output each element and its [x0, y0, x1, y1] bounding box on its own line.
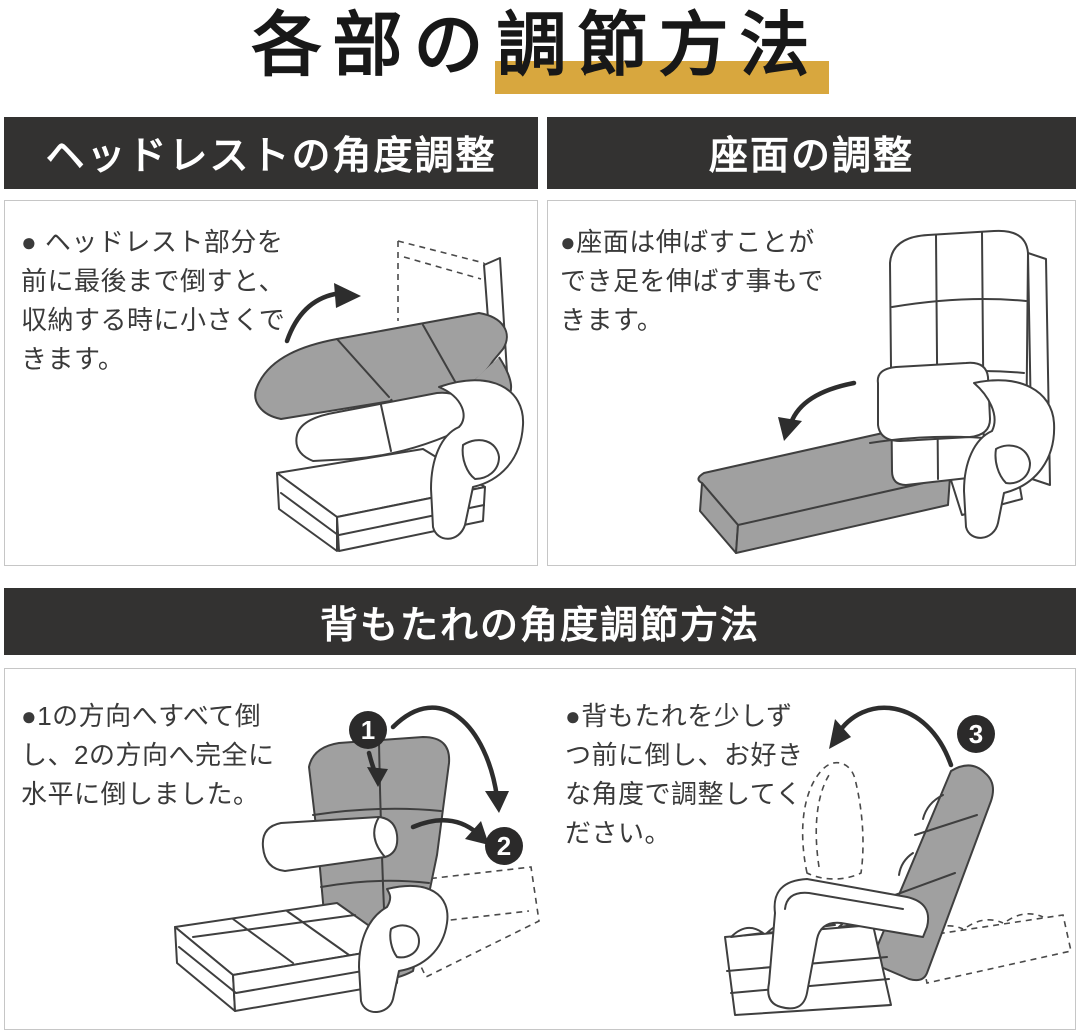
seat-instructions: ●座面は伸ばすことが でき足を伸ばす事もで きます。 — [560, 227, 824, 335]
lumbar-pillow — [876, 361, 991, 442]
headrest-instructions: ● ヘッドレスト部分を 前に最後まで倒すと、 収納する時に小さくで きます。 — [21, 227, 286, 374]
armrest — [963, 379, 1056, 539]
page-title-highlighted: 調節方法 — [494, 3, 829, 94]
recline-chair-drawing — [174, 705, 540, 1013]
curved-arrow-icon — [284, 283, 361, 344]
headrest-section-header: ヘッドレストの角度調整 — [4, 117, 538, 189]
recline-illustration: 1 2 — [141, 675, 561, 1021]
seat-base — [174, 902, 400, 1012]
recline-instructions: ●1の方向へすべて倒 し、2の方向へ完全に 水平に倒しました。 — [21, 701, 275, 809]
armrest — [430, 379, 525, 540]
tilt-arc-arrow-icon — [829, 705, 954, 768]
headrest-chair-drawing — [254, 240, 525, 552]
headrest-illustration — [241, 229, 533, 557]
curved-arrow-icon — [778, 380, 857, 441]
seat-illustration — [644, 223, 1069, 558]
step1-arrow-icon — [366, 750, 388, 787]
step2-arrow-icon — [410, 818, 489, 845]
seat-base — [276, 448, 486, 552]
seat-panel: ●座面は伸ばすことが でき足を伸ばす事もで きます。 — [547, 200, 1076, 566]
headrest-ghost-outline — [397, 240, 490, 321]
adjust-illustration: 3 — [655, 675, 1075, 1021]
adjust-chair-drawing — [724, 705, 1072, 1016]
armrest — [767, 878, 929, 1010]
headrest-panel: ● ヘッドレスト部分を 前に最後まで倒すと、 収納する時に小さくで きます。 — [4, 200, 538, 566]
step-3-badge: 3 — [957, 715, 995, 753]
step1-to-2-arc-icon — [390, 705, 509, 813]
step-1-badge: 1 — [349, 711, 387, 749]
forward-ghost-outline — [801, 761, 864, 880]
seat-chair-drawing — [697, 229, 1056, 554]
backrest-section-header: 背もたれの角度調節方法 — [4, 588, 1076, 655]
seat-section-header: 座面の調整 — [547, 117, 1076, 189]
page-title: 各部の調節方法 — [0, 0, 1080, 96]
cylinder-pillow — [261, 816, 399, 872]
adjust-instructions: ●背もたれを少しず つ前に倒し、お好き な角度で調整してく ださい。 — [565, 701, 804, 848]
page-title-prefix: 各部の — [251, 3, 495, 86]
armrest — [358, 885, 449, 1013]
backrest-gray — [873, 764, 994, 982]
backrest-panel: ●1の方向へすべて倒 し、2の方向へ完全に 水平に倒しました。 ●背もたれを少し… — [4, 668, 1076, 1030]
step-2-badge: 2 — [485, 827, 523, 865]
